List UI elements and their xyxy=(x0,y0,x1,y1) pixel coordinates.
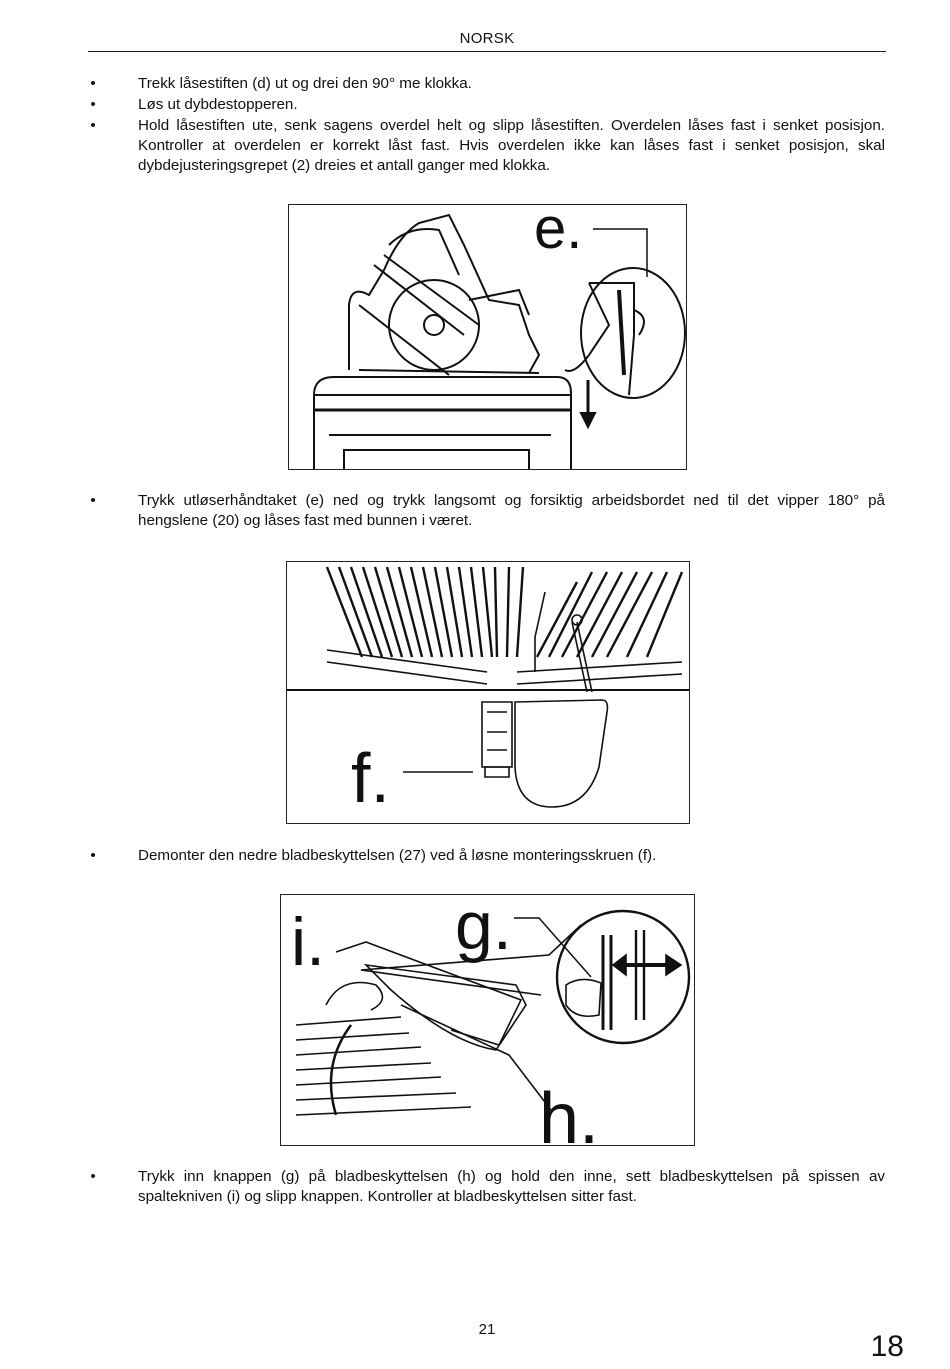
instruction-text: Demonter den nedre bladbeskyttelsen (27)… xyxy=(138,847,657,864)
instruction-text: Trekk låsestiften (d) ut og drei den 90°… xyxy=(138,75,472,92)
bullet-marker: • xyxy=(90,75,96,92)
instruction-item: • Trekk låsestiften (d) ut og drei den 9… xyxy=(88,74,886,94)
instruction-item: • Trykk inn knappen (g) på bladbeskyttel… xyxy=(88,1167,886,1207)
figure-blade-guard-mounting: i. g. h. xyxy=(280,894,695,1146)
bullet-marker: • xyxy=(90,1168,96,1185)
bullet-marker: • xyxy=(90,96,96,113)
figure-saw-lowered-locked: e. xyxy=(288,204,687,470)
instruction-text: Løs ut dybdestopperen. xyxy=(138,96,298,113)
bullet-marker: • xyxy=(90,492,96,509)
instruction-text: Trykk inn knappen (g) på bladbeskyttelse… xyxy=(138,1168,885,1205)
label-g: g. xyxy=(455,895,512,964)
label-e: e. xyxy=(534,205,582,261)
saw-illustration: e. xyxy=(313,205,686,469)
instruction-text: Hold låsestiften ute, senk sagens overde… xyxy=(138,117,885,174)
header-divider xyxy=(88,51,886,52)
instruction-item: • Løs ut dybdestopperen. xyxy=(88,95,886,115)
radial-lines xyxy=(325,566,684,658)
instruction-item: • Demonter den nedre bladbeskyttelsen (2… xyxy=(88,846,886,866)
page-header-title: NORSK xyxy=(459,30,515,47)
page-number: 21 xyxy=(478,1321,496,1338)
label-f: f. xyxy=(351,739,390,817)
blade-guard-illustration: i. g. h. xyxy=(291,895,691,1145)
instruction-text: Trykk utløserhåndtaket (e) ned og trykk … xyxy=(138,492,885,529)
label-h: h. xyxy=(539,1079,599,1145)
label-i: i. xyxy=(291,904,325,980)
corner-page-number: 18 xyxy=(870,1330,904,1363)
figure-lower-guard-screw: f. xyxy=(286,561,690,824)
guard-screw-illustration: f. xyxy=(287,566,689,817)
bullet-marker: • xyxy=(90,847,96,864)
instruction-item: • Trykk utløserhåndtaket (e) ned og tryk… xyxy=(88,491,886,531)
bullet-marker: • xyxy=(90,117,96,134)
instruction-item: • Hold låsestiften ute, senk sagens over… xyxy=(88,116,886,176)
